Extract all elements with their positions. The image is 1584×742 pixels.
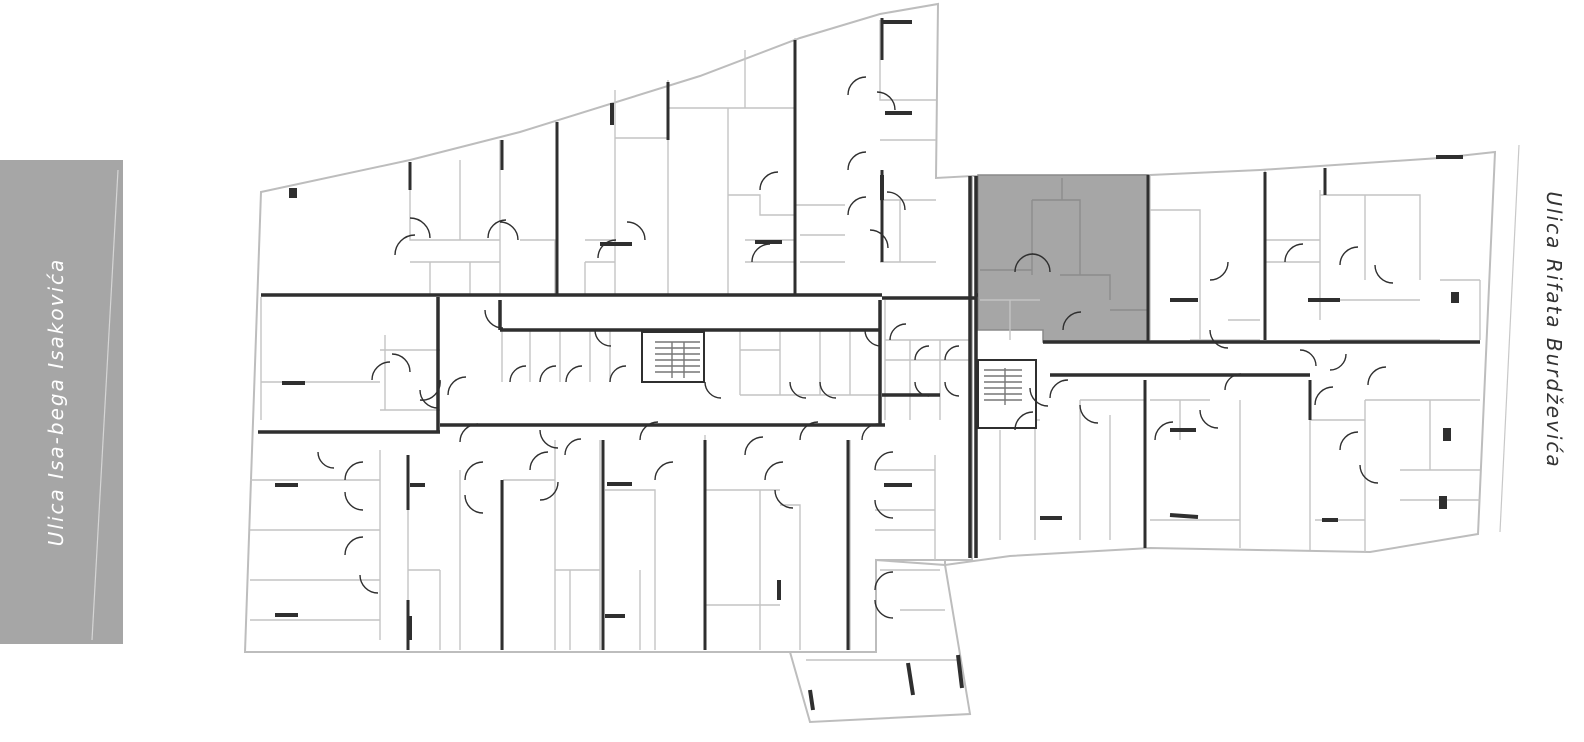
left-street-edge <box>91 169 119 641</box>
column-1 <box>289 188 297 198</box>
left-street-label: Ulica Isa-bega Isakovića <box>44 258 68 547</box>
left-street-band <box>0 160 123 644</box>
selected-apartment-door <box>1014 253 1082 331</box>
staircase-west <box>641 331 705 383</box>
outline-south-annex <box>788 558 972 724</box>
wall-fixtures <box>275 20 1463 711</box>
column-2 <box>1451 292 1459 303</box>
right-street: Ulica Rifata Burdževića <box>1499 144 1566 533</box>
outline-west-wing <box>243 2 973 653</box>
staircase-east <box>977 359 1037 429</box>
right-street-edge <box>1499 144 1520 533</box>
right-street-label: Ulica Rifata Burdževića <box>1542 191 1566 468</box>
column-4 <box>1439 496 1447 509</box>
wall-main-south-corridor <box>258 373 1310 434</box>
structural-walls <box>258 18 1480 711</box>
wall-spine <box>436 176 978 558</box>
left-street: Ulica Isa-bega Isakovića <box>0 160 123 644</box>
door-swings <box>317 76 1394 619</box>
selected-apartment-partitions <box>980 178 1148 311</box>
column-3 <box>1443 428 1451 441</box>
building-outline <box>243 2 1497 724</box>
selected-apartment[interactable] <box>977 174 1149 343</box>
interior-partitions <box>250 20 1481 661</box>
